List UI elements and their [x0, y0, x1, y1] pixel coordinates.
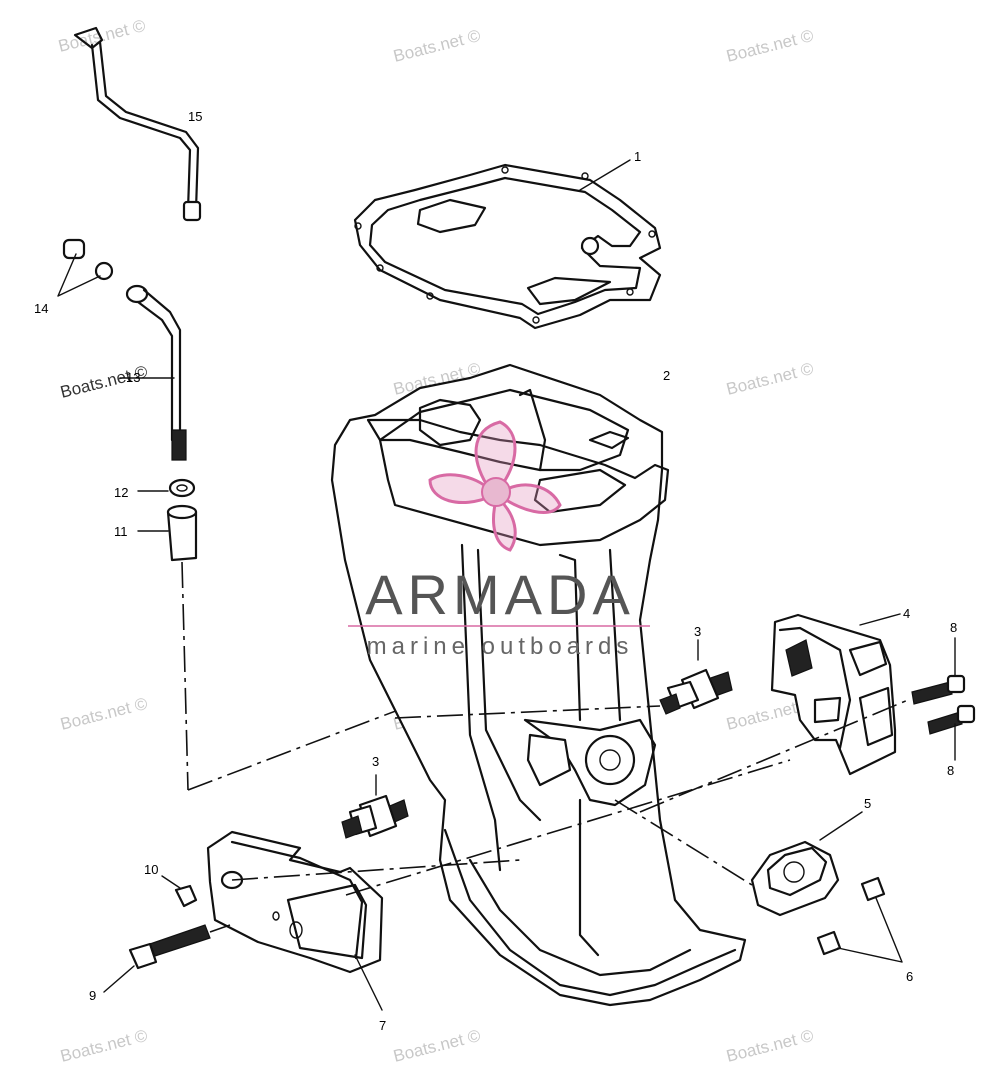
part-14-grommet — [57, 238, 114, 297]
watermark: Boats.net © — [724, 1026, 815, 1066]
callout-7: 7 — [379, 1018, 386, 1033]
callout-9: 9 — [89, 988, 96, 1003]
part-13-shift-rod — [119, 284, 187, 461]
callout-2: 2 — [663, 368, 670, 383]
callout-3: 3 — [694, 624, 701, 639]
brand-tagline: marine outboards — [367, 633, 634, 660]
watermark: Boats.net © — [58, 1026, 149, 1066]
part-5-cover — [614, 799, 863, 917]
part-12-nut — [137, 478, 196, 498]
part-6-screws — [816, 876, 903, 963]
propeller-logo-icon — [428, 420, 562, 552]
watermark: Boats.net © — [56, 16, 147, 56]
callout-5: 5 — [864, 796, 871, 811]
part-2-driveshaft-housing — [330, 363, 747, 1007]
part-3-upper-mount — [394, 639, 733, 719]
part-3-lower-mount — [341, 774, 409, 839]
part-4-upper-bracket — [770, 613, 901, 776]
callout-14: 14 — [34, 301, 48, 316]
part-10-nut — [161, 875, 198, 908]
callout-labels: 1 2 3 3 4 5 6 7 8 8 9 10 11 12 13 14 15 — [34, 109, 957, 1033]
callout-12: 12 — [114, 485, 128, 500]
part-15-shift-rod — [73, 26, 202, 222]
armada-logo: ARMADA marine outboards — [348, 420, 650, 660]
watermark: Boats.net © — [391, 1026, 482, 1066]
part-1-gasket — [353, 159, 662, 330]
callout-4: 4 — [903, 606, 910, 621]
part-8-bolts — [639, 637, 976, 813]
watermark: Boats.net © — [391, 26, 482, 66]
callout-3: 3 — [372, 754, 379, 769]
part-7-lower-bracket — [206, 759, 791, 1011]
callout-1: 1 — [634, 149, 641, 164]
brand-name: ARMADA — [365, 563, 635, 626]
watermark: Boats.net © — [58, 694, 149, 734]
part-9-bolt — [103, 924, 231, 993]
callout-10: 10 — [144, 862, 158, 877]
callout-8: 8 — [950, 620, 957, 635]
watermark: Boats.net © — [724, 26, 815, 66]
callout-6: 6 — [906, 969, 913, 984]
watermark: Boats.net © — [724, 359, 815, 399]
callout-13: 13 — [126, 370, 140, 385]
callout-8: 8 — [947, 763, 954, 778]
callout-15: 15 — [188, 109, 202, 124]
callout-11: 11 — [114, 524, 128, 539]
